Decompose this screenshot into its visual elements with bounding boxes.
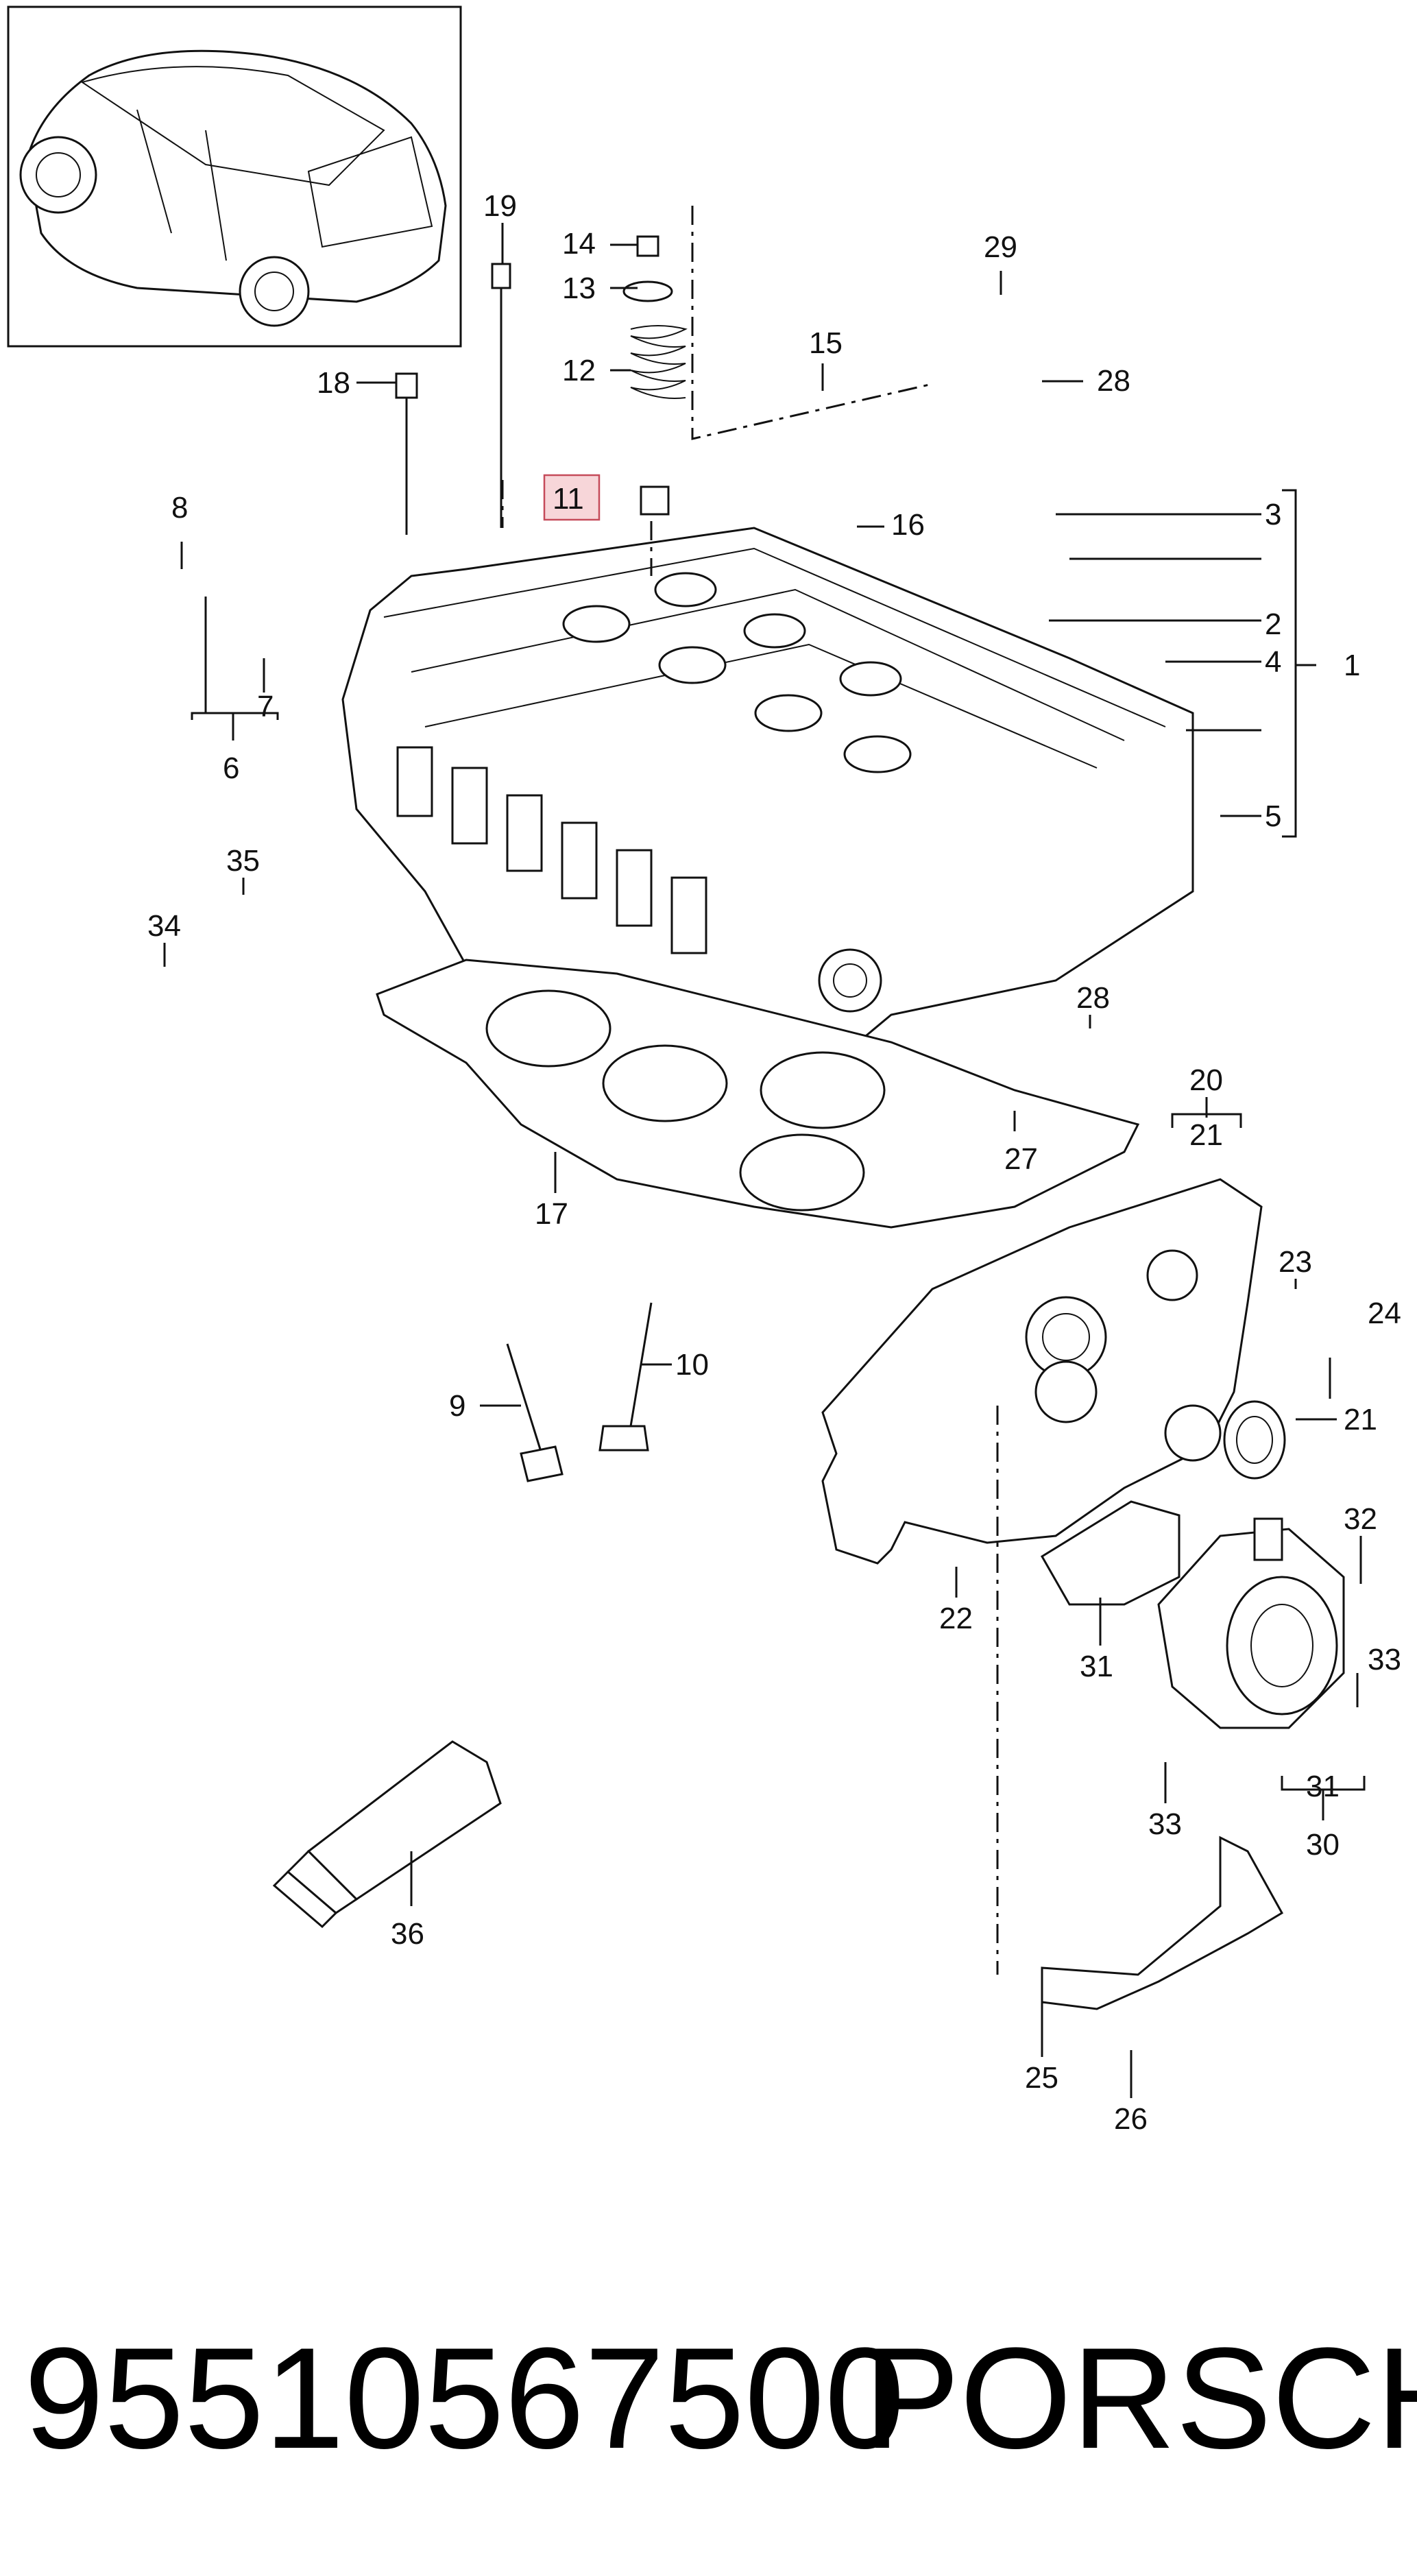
callout-28a: 28 bbox=[1097, 364, 1130, 398]
callout-8: 8 bbox=[171, 491, 188, 525]
callout-22: 22 bbox=[939, 1602, 973, 1635]
callout-31b: 31 bbox=[1306, 1770, 1340, 1803]
head-bolt-long[interactable] bbox=[491, 263, 511, 528]
callout-3: 3 bbox=[1265, 498, 1281, 531]
callout-21b: 21 bbox=[1344, 1403, 1377, 1436]
callout-17: 17 bbox=[535, 1197, 568, 1231]
callout-labels: 1 2 3 4 5 6 7 8 9 10 11 12 13 14 15 16 1… bbox=[147, 189, 1401, 2136]
callout-32: 32 bbox=[1344, 1502, 1377, 1536]
callout-13: 13 bbox=[562, 272, 596, 305]
callout-25: 25 bbox=[1025, 2061, 1058, 2095]
callout-7: 7 bbox=[257, 690, 274, 723]
callout-11: 11 bbox=[553, 482, 584, 516]
valve-spring-stack[interactable] bbox=[622, 235, 688, 516]
callout-18: 18 bbox=[317, 366, 350, 400]
callout-16: 16 bbox=[891, 508, 925, 542]
callout-4: 4 bbox=[1265, 645, 1281, 679]
valve-intake[interactable] bbox=[506, 1343, 564, 1482]
callout-1: 1 bbox=[1344, 649, 1360, 682]
callout-14: 14 bbox=[562, 227, 596, 261]
valve-exhaust[interactable] bbox=[598, 1302, 653, 1452]
callout-35: 35 bbox=[226, 844, 260, 878]
callout-10: 10 bbox=[675, 1348, 709, 1382]
callout-5: 5 bbox=[1265, 799, 1281, 833]
callout-28b: 28 bbox=[1076, 981, 1110, 1015]
callout-15: 15 bbox=[809, 326, 843, 360]
callout-19: 19 bbox=[483, 189, 517, 223]
footer: 95510567500 PORSCHE bbox=[24, 2318, 1417, 2479]
part-number: 95510567500 bbox=[24, 2318, 905, 2479]
callout-23: 23 bbox=[1279, 1245, 1312, 1279]
callout-34: 34 bbox=[147, 909, 181, 943]
callout-24: 24 bbox=[1368, 1297, 1401, 1330]
callout-33a: 33 bbox=[1368, 1643, 1401, 1676]
brand-name: PORSCHE bbox=[864, 2318, 1417, 2479]
head-gasket[interactable] bbox=[376, 959, 1140, 1229]
callout-20: 20 bbox=[1189, 1063, 1223, 1097]
callout-36: 36 bbox=[391, 1917, 424, 1951]
callout-12: 12 bbox=[562, 354, 596, 387]
bracket[interactable] bbox=[1041, 1835, 1284, 2010]
callout-9: 9 bbox=[449, 1389, 465, 1423]
vehicle-thumbnail bbox=[7, 5, 462, 348]
callout-26: 26 bbox=[1114, 2102, 1148, 2136]
cylinder-head[interactable] bbox=[341, 527, 1194, 1064]
timing-cover[interactable] bbox=[821, 1178, 1286, 1565]
highlight-box bbox=[543, 474, 601, 521]
sealant-tube[interactable] bbox=[272, 1740, 502, 1929]
head-bolt-short[interactable] bbox=[395, 372, 418, 535]
callout-33b: 33 bbox=[1148, 1807, 1182, 1841]
callout-6: 6 bbox=[223, 751, 239, 785]
callout-27: 27 bbox=[1004, 1142, 1038, 1176]
callout-31a: 31 bbox=[1080, 1650, 1113, 1683]
callout-21a: 21 bbox=[1189, 1118, 1223, 1152]
callout-2: 2 bbox=[1265, 607, 1281, 641]
callout-29: 29 bbox=[984, 230, 1017, 264]
leader-lines bbox=[163, 206, 1366, 2098]
callout-30: 30 bbox=[1306, 1828, 1340, 1862]
vacuum-pump[interactable] bbox=[1040, 1500, 1345, 1729]
